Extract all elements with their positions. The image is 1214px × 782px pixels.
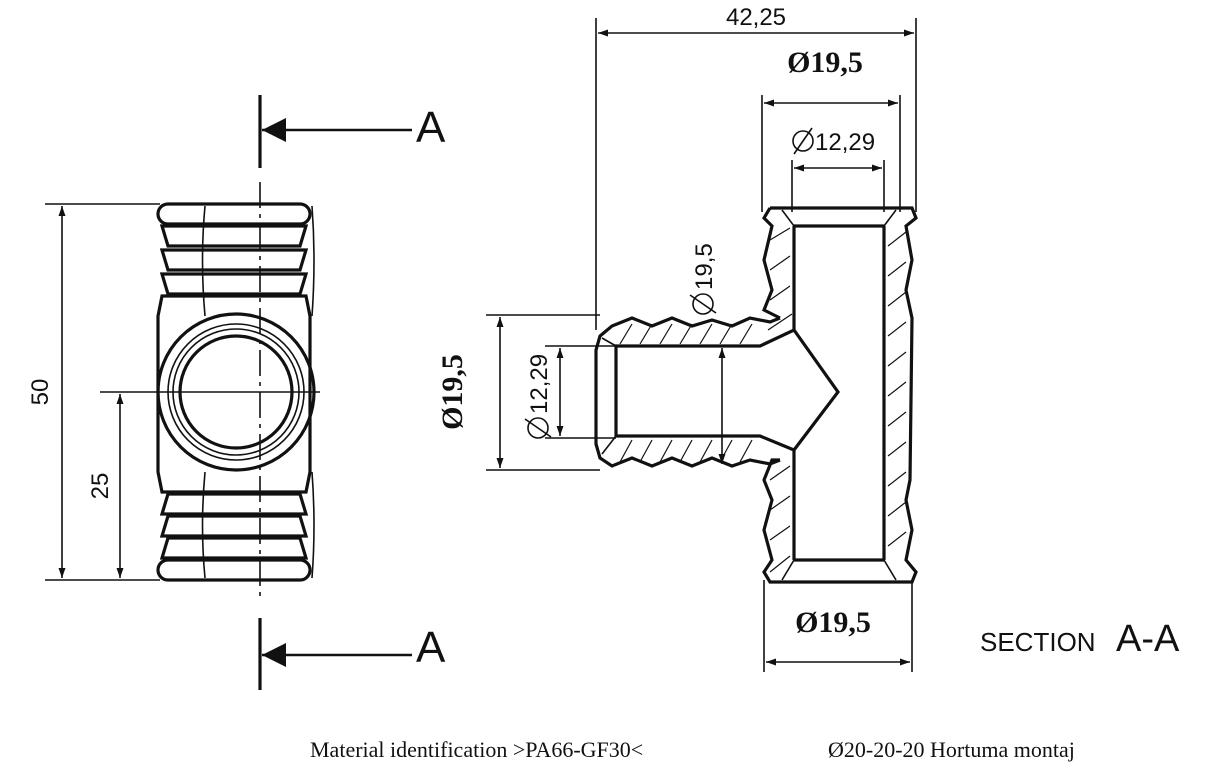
tee-section-body <box>594 206 918 584</box>
dimension-top-inner: 12,29 <box>791 127 885 212</box>
dimension-top-outer: Ø19,5 <box>761 46 901 212</box>
dimension-bottom-outer: Ø19,5 <box>763 580 913 672</box>
product-designation: Ø20-20-20 Hortuma montaj <box>828 737 1075 762</box>
dim-branch-inner-label: 19,5 <box>691 243 718 290</box>
dimension-branch-inner: 19,5 <box>689 243 726 464</box>
section-label-prefix: SECTION <box>980 627 1096 657</box>
section-hatching <box>619 227 907 573</box>
front-view: A A <box>27 95 446 690</box>
dimension-left-inner: 12,29 <box>524 345 616 439</box>
section-marker-top: A <box>416 103 446 152</box>
dimension-height-total: 50 <box>27 203 160 581</box>
material-identification: Material identification >PA66-GF30< <box>310 737 643 762</box>
dimension-left-outer: Ø19,5 <box>436 314 600 471</box>
section-arrow-top: A <box>262 103 446 152</box>
dimension-overall-width: 42,25 <box>595 4 917 330</box>
dim-height-half-label: 25 <box>87 473 114 500</box>
fitting-body-front <box>100 202 320 582</box>
section-arrow-bottom: A <box>262 623 446 672</box>
dim-left-inner-label: 12,29 <box>526 354 553 414</box>
dimension-height-half: 25 <box>87 394 124 578</box>
section-view: 42,25 Ø19,5 12,29 <box>436 4 1180 672</box>
dim-overall-width-label: 42,25 <box>726 4 786 31</box>
section-label-id: A-A <box>1116 618 1180 660</box>
dim-bottom-outer-label: Ø19,5 <box>795 606 871 639</box>
dim-height-total-label: 50 <box>27 379 54 406</box>
dim-left-outer-label: Ø19,5 <box>436 354 469 430</box>
section-label: SECTION A-A <box>980 618 1180 660</box>
section-marker-bottom: A <box>416 623 446 672</box>
dim-top-outer-label: Ø19,5 <box>787 46 863 79</box>
dim-top-inner-label: 12,29 <box>815 129 875 156</box>
